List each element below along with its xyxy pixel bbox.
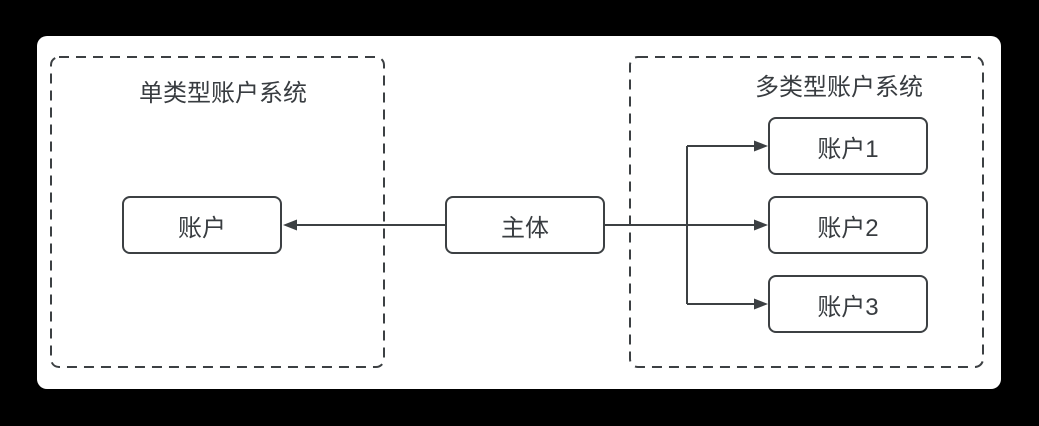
arrowhead-left-icon <box>283 219 297 231</box>
connector-branch-to-account1 <box>687 140 768 152</box>
connector-subject-to-account2 <box>605 219 768 231</box>
node-account-3-label: 账户3 <box>817 293 879 321</box>
diagram-canvas: 单类型账户系统 多类型账户系统 账户 主体 账户1 账户2 账户3 <box>37 36 1001 389</box>
multi-type-group-title: 多类型账户系统 <box>755 74 923 101</box>
node-account-2: 账户2 <box>768 196 928 254</box>
connector-subject-to-account <box>283 219 445 231</box>
arrowhead-right-icon <box>754 219 768 231</box>
node-account-1: 账户1 <box>768 117 928 175</box>
node-account-1-label: 账户1 <box>817 135 879 163</box>
node-account-3: 账户3 <box>768 275 928 333</box>
arrowhead-right-icon <box>754 140 768 152</box>
node-subject-label: 主体 <box>501 214 549 242</box>
node-account-2-label: 账户2 <box>817 214 879 242</box>
node-account-label: 账户 <box>178 214 226 242</box>
connector-branch-to-account3 <box>687 298 768 310</box>
node-subject: 主体 <box>445 196 605 254</box>
arrowhead-right-icon <box>754 298 768 310</box>
single-type-group-title: 单类型账户系统 <box>139 80 307 107</box>
node-account: 账户 <box>122 196 282 254</box>
